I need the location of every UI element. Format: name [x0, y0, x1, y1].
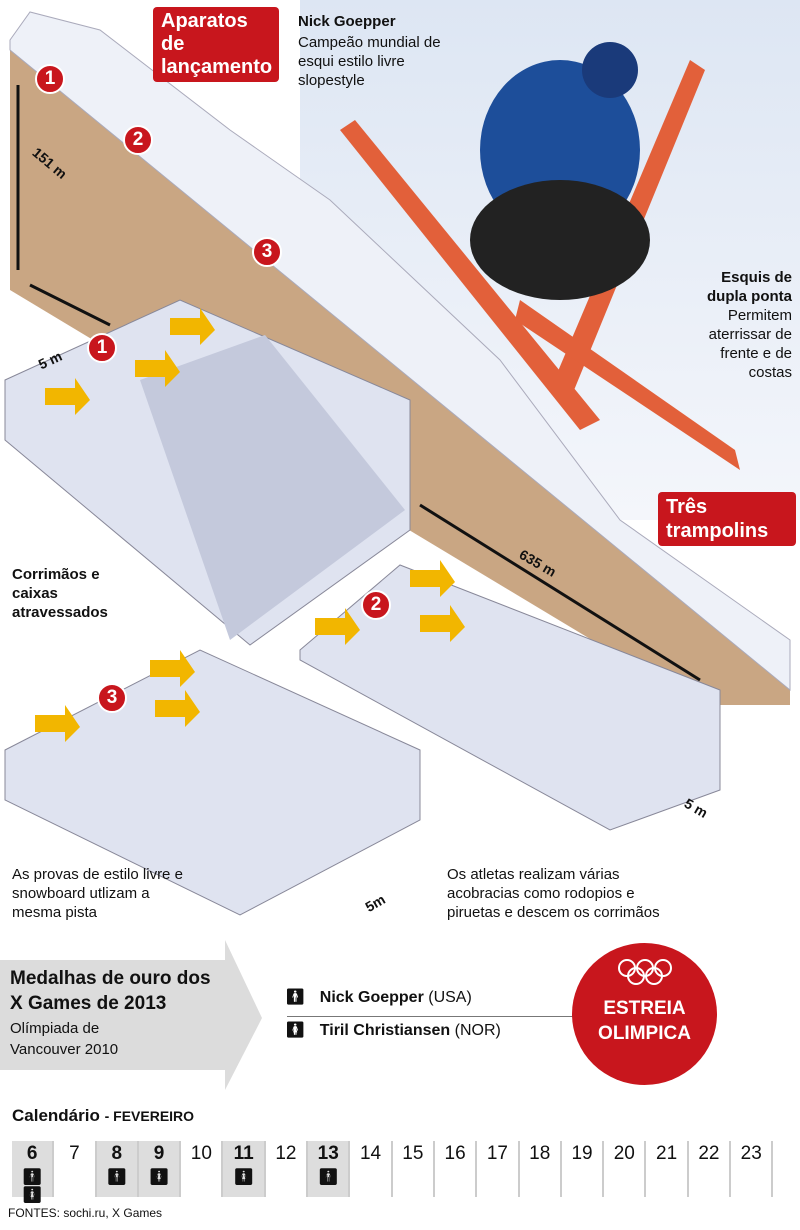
width-arrow	[29, 283, 111, 327]
calendar-day: 16	[435, 1141, 478, 1197]
calendar-day: 6 🚹︎🚺︎	[12, 1141, 55, 1204]
day-number: 11	[233, 1143, 254, 1164]
winner-male: 🚹︎ Nick Goepper (USA)	[285, 987, 472, 1007]
calendar-title: Calendário	[12, 1106, 100, 1125]
male-icon: 🚹︎	[106, 1169, 127, 1186]
day-number: 9	[153, 1143, 165, 1164]
athlete-name: Nick Goepper	[298, 13, 396, 30]
calendar-month: - FEVEREIRO	[104, 1108, 195, 1124]
male-icon: 🚹︎	[318, 1169, 339, 1186]
badge-line2: OLIMPICA	[598, 1023, 691, 1044]
platform-2	[299, 564, 721, 831]
day-number: 7	[69, 1143, 80, 1164]
athlete-description: Campeão mundial de esqui estilo livre sl…	[298, 34, 441, 89]
day-number: 8	[111, 1143, 123, 1164]
day-number: 17	[486, 1143, 508, 1164]
winner-name: Nick Goepper	[319, 989, 424, 1006]
medals-panel-bg	[0, 940, 262, 1090]
slope-illustration	[4, 0, 800, 916]
marker-2-platform: 2	[361, 590, 391, 620]
day-number: 13	[317, 1143, 339, 1164]
calendar-day: 9 🚺︎	[138, 1141, 182, 1197]
length-arrow	[419, 503, 701, 682]
female-icon: 🚺︎	[233, 1169, 254, 1186]
rails-label: Corrimãos e caixas atravessados	[12, 566, 108, 621]
winner-country: (USA)	[428, 989, 472, 1006]
day-number: 10	[190, 1143, 212, 1164]
male-icon: 🚹︎	[285, 989, 306, 1006]
female-icon: 🚺︎	[285, 1022, 306, 1039]
marker-1-platform: 1	[87, 333, 117, 363]
calendar-day: 13 🚹︎	[308, 1141, 351, 1197]
calendar-day: 12	[266, 1141, 309, 1197]
day-number: 19	[571, 1143, 593, 1164]
male-icon: 🚹︎	[21, 1169, 43, 1186]
day-number: 18	[529, 1143, 551, 1164]
shared-track-note: As provas de estilo livre e snowboard ut…	[12, 866, 183, 921]
badge-line1: ESTREIA	[603, 998, 686, 1019]
day-number: 12	[275, 1143, 297, 1164]
day-number: 16	[444, 1143, 466, 1164]
platform-3	[4, 649, 421, 916]
medals-title: Medalhas de ouro dos X Games de 2013	[10, 968, 211, 1014]
calendar-day: 21	[646, 1141, 689, 1197]
winner-female: 🚺︎ Tiril Christiansen (NOR)	[285, 1020, 501, 1040]
female-icon: 🚺︎	[148, 1169, 170, 1186]
marker-3-platform: 3	[97, 683, 127, 713]
day-number: 23	[740, 1143, 762, 1164]
skier-photo	[340, 42, 740, 470]
calendar-day: 23	[731, 1141, 774, 1197]
female-icon: 🚺︎	[21, 1187, 43, 1204]
calendar-day: 14	[350, 1141, 393, 1197]
calendar-day: 22	[689, 1141, 732, 1197]
slope-top	[9, 11, 791, 692]
day-number: 20	[613, 1143, 635, 1164]
twin-tip-title: Esquis de dupla ponta	[707, 269, 792, 305]
tricks-note: Os atletas realizam várias acobracias co…	[447, 866, 660, 921]
medals-panel: Medalhas de ouro dos X Games de 2013 Olí…	[10, 966, 220, 1060]
slope-side	[10, 50, 790, 705]
calendar-day: 18	[520, 1141, 562, 1197]
calendar-day: 11 🚺︎	[223, 1141, 266, 1197]
three-jumps-callout: Três trampolins	[658, 492, 796, 546]
marker-2-slope: 2	[123, 125, 153, 155]
winner-country: (NOR)	[454, 1022, 501, 1039]
stairs	[140, 335, 405, 640]
calendar-day: 17	[477, 1141, 520, 1197]
olympic-debut-badge: ESTREIA OLIMPICA	[572, 943, 717, 1085]
calendar-day: 7	[54, 1141, 97, 1197]
marker-3-slope: 3	[252, 237, 282, 267]
day-number: 15	[402, 1143, 424, 1164]
calendar-day: 8 🚹︎	[96, 1141, 139, 1197]
olympic-rings-icon	[617, 959, 672, 985]
calendar-day: 19	[562, 1141, 605, 1197]
calendar-heading: Calendário - FEVEREIRO	[12, 1106, 194, 1126]
marker-1-slope: 1	[35, 64, 65, 94]
calendar-day: 20	[604, 1141, 647, 1197]
calendar-day: 15	[393, 1141, 435, 1197]
day-number: 21	[656, 1143, 678, 1164]
day-number: 22	[698, 1143, 720, 1164]
arrow-icons	[35, 308, 465, 742]
source-note: FONTES: sochi.ru, X Games	[8, 1206, 163, 1220]
day-number: 14	[359, 1143, 382, 1164]
twin-tip-note: Esquis de dupla ponta Permitem aterrissa…	[680, 268, 792, 382]
day-number: 6	[26, 1143, 38, 1164]
calendar-day: 10	[181, 1141, 224, 1197]
divider	[287, 1016, 577, 1017]
winner-name: Tiril Christiansen	[319, 1022, 451, 1039]
twin-tip-description: Permitem aterrissar de frente e de costa…	[708, 307, 792, 381]
medals-subtitle: Olímpiada de Vancouver 2010	[10, 1020, 119, 1058]
launch-callout: Aparatos de lançamento	[153, 7, 279, 82]
